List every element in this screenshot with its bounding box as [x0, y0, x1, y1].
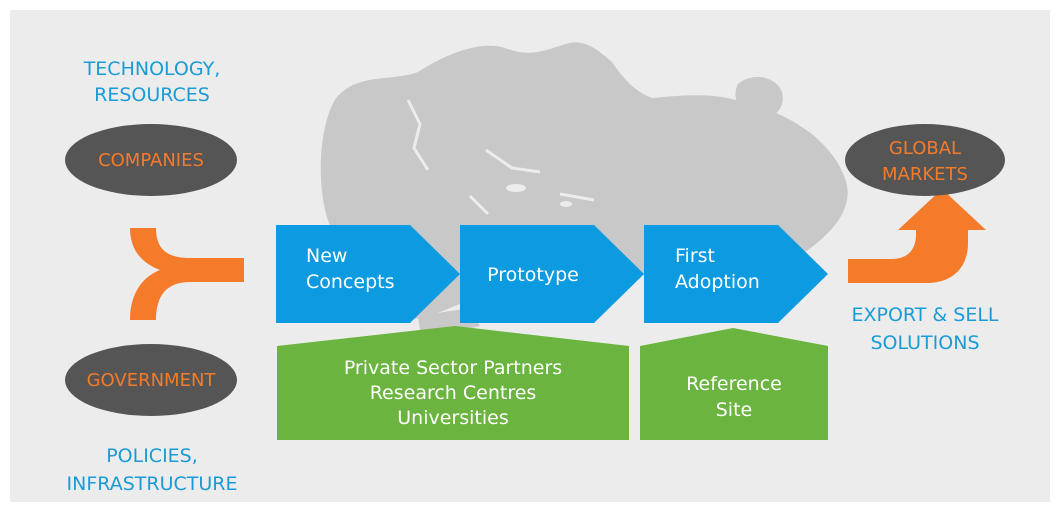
map-lakes: [506, 184, 572, 207]
companies-label: COMPANIES: [98, 150, 204, 171]
export-arrow: [848, 189, 986, 283]
stage-label-line1: New: [306, 245, 347, 267]
stage-first-adoption: First Adoption: [644, 225, 828, 323]
partners-line3: Universities: [397, 407, 508, 429]
partners-block: Private Sector Partners Research Centres…: [277, 326, 629, 440]
reference-site-block: Reference Site: [640, 328, 828, 440]
stage-label-line2: Concepts: [306, 271, 394, 293]
reference-site-shape: [640, 328, 828, 440]
export-caption-line2: SOLUTIONS: [871, 332, 980, 354]
government-ellipse: [65, 344, 237, 416]
stage-new-concepts: New Concepts: [276, 225, 460, 323]
government-caption-line1: POLICIES,: [106, 445, 198, 467]
stage-prototype: Prototype: [460, 225, 644, 323]
stage-label-line1: First: [675, 245, 715, 267]
map-rivers: [406, 99, 595, 216]
companies-ellipse: [65, 124, 237, 196]
stage-arrow: [276, 225, 460, 323]
partners-line2: Research Centres: [370, 382, 537, 404]
stage-arrow: [460, 225, 644, 323]
reference-site-line2: Site: [716, 399, 752, 421]
global-markets-line1: GLOBAL: [889, 138, 961, 159]
government-label: GOVERNMENT: [87, 370, 217, 391]
government-caption-line2: INFRASTRUCTURE: [67, 473, 238, 495]
stage-label-line2: Adoption: [675, 271, 760, 293]
reference-site-line1: Reference: [686, 373, 782, 395]
export-caption-line1: EXPORT & SELL: [852, 304, 999, 326]
merge-arrow: [130, 228, 244, 320]
global-markets-ellipse: [845, 124, 1005, 196]
companies-caption-line1: TECHNOLOGY,: [83, 58, 221, 80]
global-markets-line2: MARKETS: [882, 164, 968, 185]
companies-caption-line2: RESOURCES: [94, 84, 210, 106]
partners-shape: [277, 326, 629, 440]
partners-line1: Private Sector Partners: [344, 357, 562, 379]
stage-arrow: [644, 225, 828, 323]
stage-label-line1: Prototype: [487, 264, 579, 286]
